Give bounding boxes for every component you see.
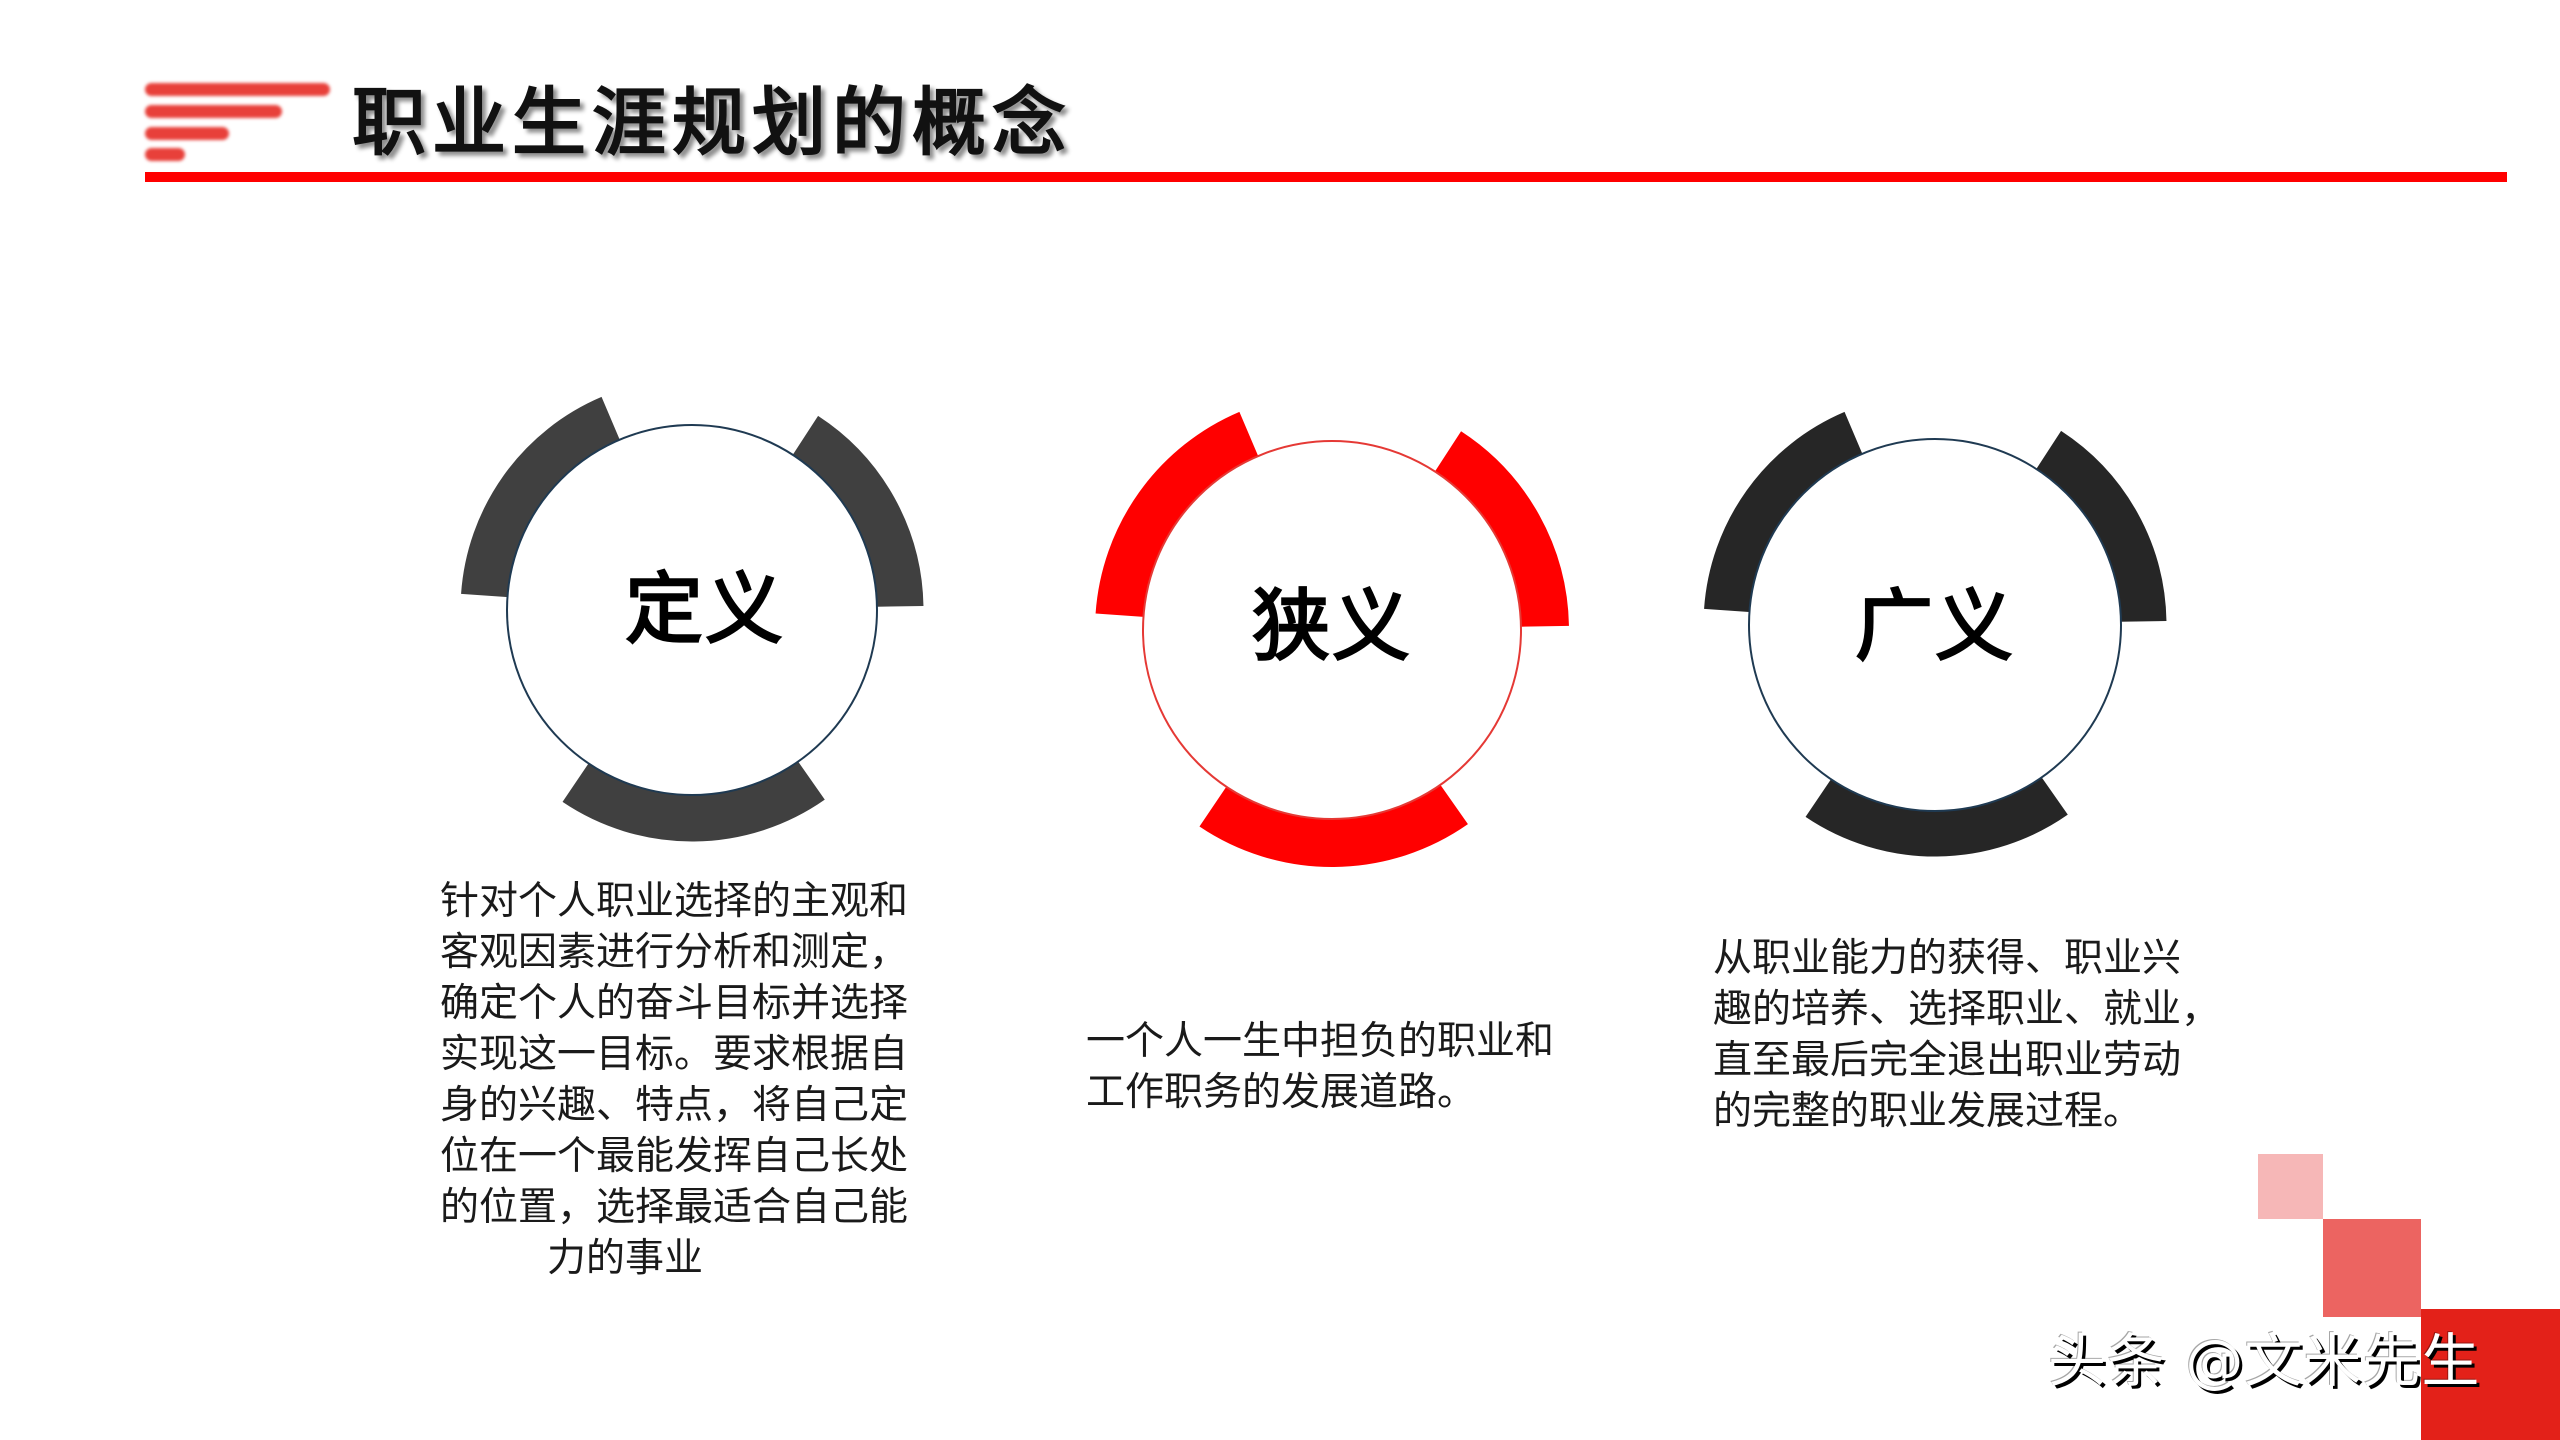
description-line: 从职业能力的获得、职业兴 <box>1713 936 2182 981</box>
description-line: 确定个人的奋斗目标并选择 <box>440 981 909 1026</box>
concept-label-narrow: 狭义 <box>1251 582 1413 672</box>
description-line: 力的事业 <box>546 1236 703 1281</box>
ring-definition <box>461 396 924 842</box>
concept-description-definition: 针对个人职业选择的主观和 客观因素进行分析和测定， 确定个人的奋斗目标并选择 实… <box>440 876 940 1284</box>
watermark: 头条 @文米先生 <box>2048 1327 2481 1395</box>
description-line: 趣的培养、选择职业、就业， <box>1713 987 2221 1032</box>
decor-square-medium <box>2323 1219 2421 1317</box>
title-decor-bar-2 <box>145 105 282 118</box>
description-line: 一个人一生中担负的职业和 <box>1086 1019 1555 1064</box>
ring-narrow-sense <box>1095 411 1569 867</box>
description-line: 身的兴趣、特点，将自己定 <box>440 1083 909 1128</box>
concept-label-broad: 广义 <box>1854 582 2016 672</box>
description-line: 的完整的职业发展过程。 <box>1713 1089 2143 1134</box>
title-decor-bar-1 <box>145 83 330 96</box>
concept-label-definition: 定义 <box>624 565 786 655</box>
concept-description-narrow: 一个人一生中担负的职业和 工作职务的发展道路。 <box>1086 1016 1576 1118</box>
description-line: 工作职务的发展道路。 <box>1086 1070 1477 1115</box>
description-line: 位在一个最能发挥自己长处 <box>440 1134 909 1179</box>
concept-description-broad: 从职业能力的获得、职业兴 趣的培养、选择职业、就业， 直至最后完全退出职业劳动 … <box>1713 933 2243 1137</box>
decor-square-light <box>2258 1154 2323 1219</box>
ring-broad-sense <box>1704 411 2167 857</box>
decor-square-dark <box>2421 1309 2560 1440</box>
title-underline <box>145 172 2507 182</box>
description-line: 实现这一目标。要求根据自 <box>440 1032 909 1077</box>
description-line: 的位置，选择最适合自己能 <box>440 1185 909 1230</box>
title-decor-bar-3 <box>145 127 229 140</box>
description-line: 直至最后完全退出职业劳动 <box>1713 1038 2182 1083</box>
title-decor-bar-4 <box>145 148 185 161</box>
page-title: 职业生涯规划的概念 <box>352 80 1072 166</box>
description-line: 针对个人职业选择的主观和 <box>440 879 909 924</box>
description-line: 客观因素进行分析和测定， <box>440 930 909 975</box>
